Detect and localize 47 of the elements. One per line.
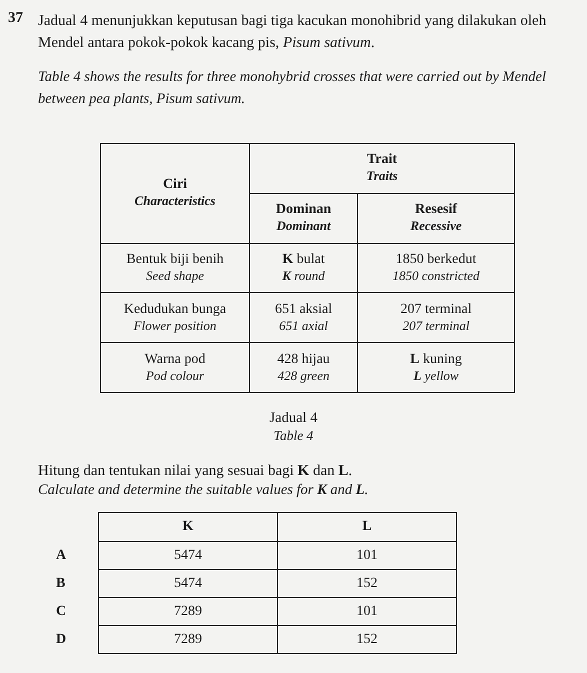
table-header-text: Resesif: [414, 202, 458, 218]
answer-value: 152: [356, 576, 378, 590]
answer-value: 7289: [174, 632, 202, 646]
table-cell-text: K round: [281, 268, 326, 284]
question-text: Table 4 shows the results for three monohybrid crosses that were carried out by Mendel between pea plants, Pisum sativum.: [38, 68, 547, 109]
table-caption: Jadual 4: [268, 410, 318, 427]
column-header: K: [182, 519, 194, 534]
table-cell-text: Flower position: [132, 318, 218, 334]
table-cell-text: K bulat: [281, 252, 326, 268]
table-cell-text: Bentuk biji benih: [125, 252, 225, 268]
table-header-text: Dominan: [274, 202, 332, 218]
answer-value: 5474: [174, 576, 202, 590]
table-cell-text: Pod colour: [144, 368, 206, 384]
question-text: Jadual 4 menunjukkan keputusan bagi tiga kacukan monohibrid yang dilakukan oleh Mendel antara pokok-pokok kacang pis, Pisum sativum.: [38, 12, 548, 53]
option-letter: C: [56, 604, 66, 618]
question-number: 37: [8, 10, 23, 27]
answer-value: 5474: [174, 548, 202, 562]
option-letter: B: [56, 576, 66, 590]
table-header-text: Trait: [366, 152, 398, 168]
answer-value: 101: [356, 604, 378, 618]
table-header-text: Characteristics: [134, 193, 216, 210]
table-caption: Table 4: [272, 428, 314, 444]
table-cell-text: 428 hijau: [276, 352, 331, 368]
table-cell-text: 651 axial: [278, 318, 329, 334]
table-cell-text: Warna pod: [144, 352, 206, 368]
table-header-text: Dominant: [275, 218, 332, 234]
table-cell-text: L kuning: [409, 352, 463, 368]
table-cell-text: 207 terminal: [399, 302, 473, 318]
table-cell-text: L yellow: [412, 368, 460, 384]
table-cell-text: 1850 constricted: [392, 268, 481, 284]
table-cell-text: 428 green: [276, 368, 330, 384]
table-header-text: Ciri: [162, 177, 188, 194]
option-letter: D: [56, 632, 66, 646]
table-cell-text: Kedudukan bunga: [122, 302, 228, 318]
question-text: Hitung dan tentukan nilai yang sesuai bagi K dan L.: [38, 463, 352, 480]
table-header-text: Traits: [365, 168, 399, 184]
question-text: Calculate and determine the suitable values for K and L.: [38, 482, 368, 499]
answer-value: 101: [356, 548, 378, 562]
table-cell-text: Seed shape: [144, 268, 206, 284]
option-letter: A: [56, 548, 66, 562]
answer-value: 152: [356, 632, 378, 646]
answer-value: 7289: [174, 604, 202, 618]
table-header-text: Recessive: [409, 218, 463, 234]
table-cell-text: 207 terminal: [402, 318, 470, 334]
table-cell-text: 1850 berkedut: [394, 252, 478, 268]
table-cell-text: 651 aksial: [274, 302, 334, 318]
column-header: L: [362, 519, 372, 534]
